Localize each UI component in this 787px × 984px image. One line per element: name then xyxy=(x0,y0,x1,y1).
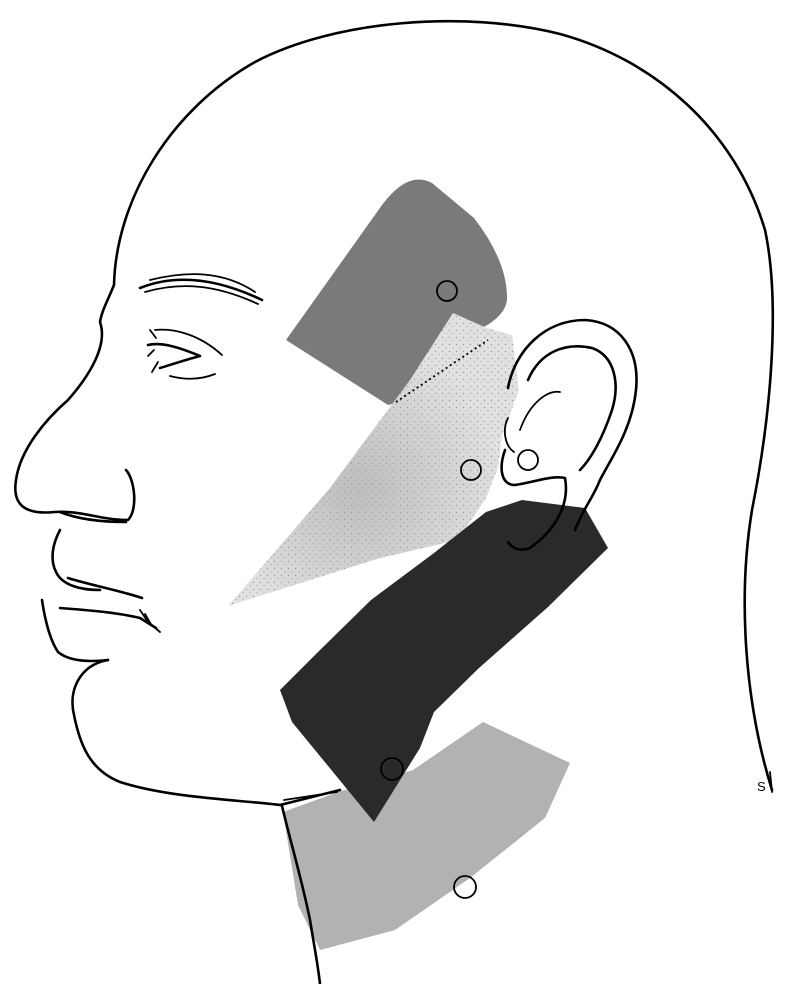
signature-stroke xyxy=(770,772,772,792)
ear-antihelix xyxy=(520,392,560,430)
eyebrow-stroke-2 xyxy=(145,286,258,304)
forehead-nose-outline xyxy=(15,285,134,520)
ear-canal-marker-circle xyxy=(518,450,538,470)
ear-tragus xyxy=(505,418,514,452)
eye-lower-lid xyxy=(170,374,215,379)
ear-outer-outline xyxy=(508,320,637,530)
ear-inner-helix xyxy=(528,346,616,470)
artist-signature: S xyxy=(757,779,766,794)
eyelashes xyxy=(148,330,158,372)
